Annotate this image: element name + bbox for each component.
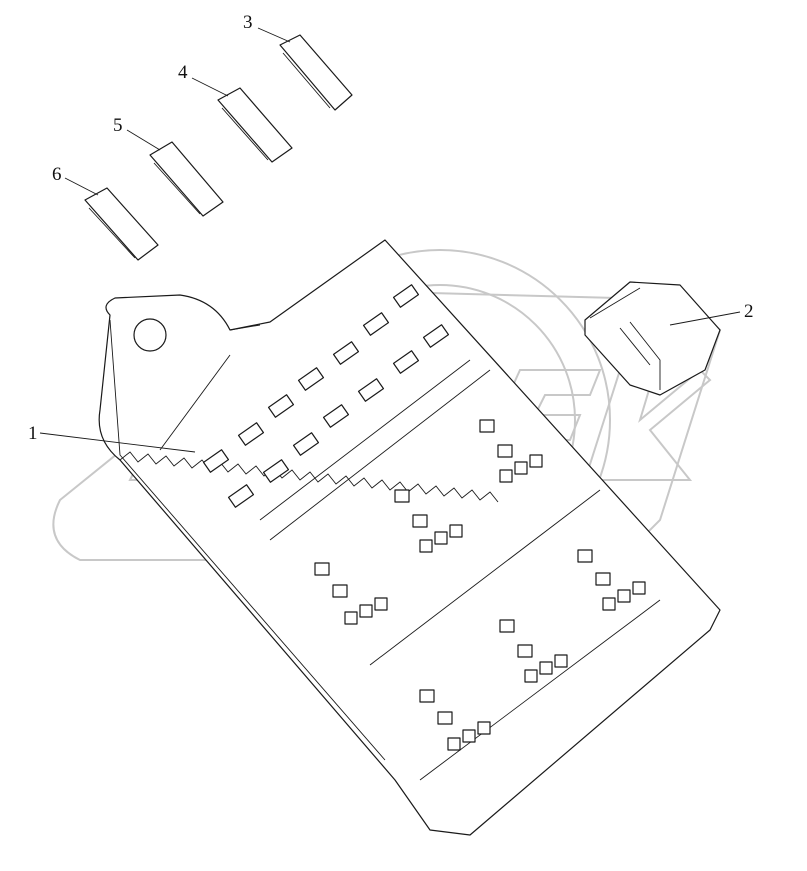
callout-6: 6 [52,164,62,185]
callout-2: 2 [744,301,754,322]
connector-plug-5 [149,141,224,217]
fuse-row [202,284,450,508]
connector-plug-6 [84,187,159,261]
connector-plug-4 [217,87,293,163]
leader-lines [39,27,741,453]
callout-5: 5 [113,115,123,136]
callout-4: 4 [178,62,188,83]
connector-plug-3 [279,34,353,111]
callout-3: 3 [243,12,253,33]
callout-1: 1 [28,423,38,444]
relay-sockets [314,419,646,751]
relay-cover [584,281,721,396]
relay-fuse-block [98,239,721,836]
